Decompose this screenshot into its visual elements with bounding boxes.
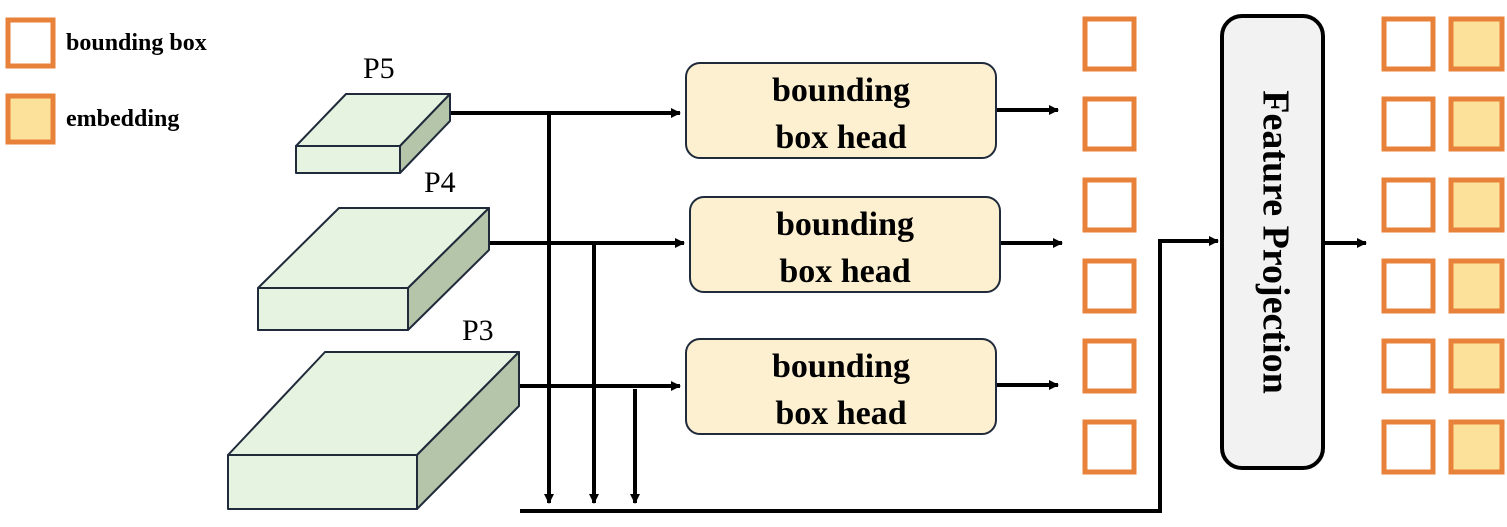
final-bbox-2: [1381, 96, 1436, 152]
bus-to-projection-arrow: [520, 236, 1219, 513]
final-embedding-5: [1448, 338, 1505, 394]
bbox-output-6: [1082, 419, 1137, 475]
head-2-line1: bounding: [776, 206, 914, 243]
feature-projection-label: Feature Projection: [1254, 90, 1296, 394]
final-embedding-3: [1448, 177, 1505, 233]
p4-front-face: [257, 287, 409, 331]
head-3-line1: bounding: [772, 348, 910, 385]
final-embedding-4: [1448, 258, 1505, 314]
final-outputs: [1381, 16, 1505, 475]
bounding-box-head-1: bounding box head: [685, 62, 997, 159]
bounding-box-outputs: [1082, 16, 1137, 475]
final-bbox-5: [1381, 338, 1436, 394]
feature-projection-box: [1220, 14, 1325, 470]
legend-bounding-box-swatch: [5, 17, 56, 69]
p4-label: P4: [424, 166, 456, 199]
bbox-output-4: [1082, 258, 1137, 314]
final-embedding-6: [1448, 419, 1505, 475]
final-embedding-2: [1448, 96, 1505, 152]
head-3-box: [685, 338, 997, 435]
feature-projection-block: Feature Projection: [1220, 14, 1325, 470]
final-bbox-6: [1381, 419, 1436, 475]
legend-embedding-label: embedding: [66, 106, 179, 132]
p5-label: P5: [363, 52, 395, 85]
head-1-line1: bounding: [772, 72, 910, 109]
p3-front-face: [227, 454, 418, 510]
final-bbox-4: [1381, 258, 1436, 314]
legend-bounding-box-label: bounding box: [66, 30, 207, 56]
bbox-output-3: [1082, 177, 1137, 233]
feature-map-p5: P5: [295, 52, 451, 174]
head-3-line2: box head: [775, 395, 906, 432]
legend: bounding box embedding: [5, 17, 207, 145]
bounding-box-head-3: bounding box head: [685, 338, 997, 435]
feature-map-p4: P4: [257, 166, 490, 331]
legend-embedding-swatch: [5, 93, 56, 145]
head-1-box: [685, 62, 997, 159]
connectors: [450, 105, 1367, 513]
bounding-box-head-2: bounding box head: [689, 196, 1001, 293]
feature-map-p3: P3: [227, 314, 520, 510]
head-1-line2: box head: [775, 119, 906, 156]
p5-front-face: [295, 145, 401, 174]
head-2-box: [689, 196, 1001, 293]
bbox-output-5: [1082, 338, 1137, 394]
final-bbox-1: [1381, 16, 1436, 72]
bbox-output-1: [1082, 16, 1137, 72]
final-bbox-3: [1381, 177, 1436, 233]
p3-label: P3: [462, 314, 494, 347]
final-embedding-1: [1448, 16, 1505, 72]
bbox-output-2: [1082, 96, 1137, 152]
head-2-line2: box head: [779, 253, 910, 290]
